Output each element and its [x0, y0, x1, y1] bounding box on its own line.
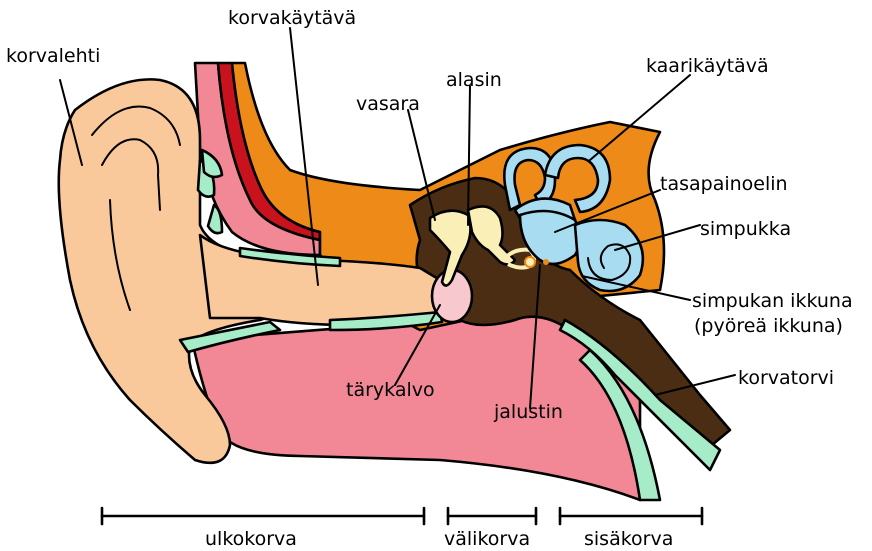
- region-ulkokorva: ulkokorva: [205, 528, 297, 550]
- label-korvatorvi: korvatorvi: [738, 367, 834, 389]
- label-alasin: alasin: [446, 69, 502, 91]
- label-vasara: vasara: [356, 93, 420, 115]
- round-window-dot: [543, 259, 549, 265]
- label-simpukka: simpukka: [700, 218, 791, 240]
- label-pyorea-ikkuna: (pyöreä ikkuna): [694, 315, 843, 337]
- label-tarykalvo: tärykalvo: [346, 379, 435, 401]
- pink-tissue-region: [192, 312, 640, 500]
- label-korvakaytava: korvakäytävä: [228, 7, 356, 29]
- label-korvalehti: korvalehti: [6, 45, 100, 67]
- label-tasapainoelin: tasapainoelin: [660, 173, 788, 195]
- label-jalustin: jalustin: [493, 401, 563, 423]
- region-brackets: [102, 508, 702, 524]
- label-simpukan-ikkuna: simpukan ikkuna: [692, 290, 853, 312]
- label-kaarikaytava: kaarikäytävä: [646, 55, 769, 77]
- region-sisakorva: sisäkorva: [584, 528, 673, 550]
- oval-window-dot: [525, 257, 535, 267]
- region-valikorva: välikorva: [444, 528, 530, 550]
